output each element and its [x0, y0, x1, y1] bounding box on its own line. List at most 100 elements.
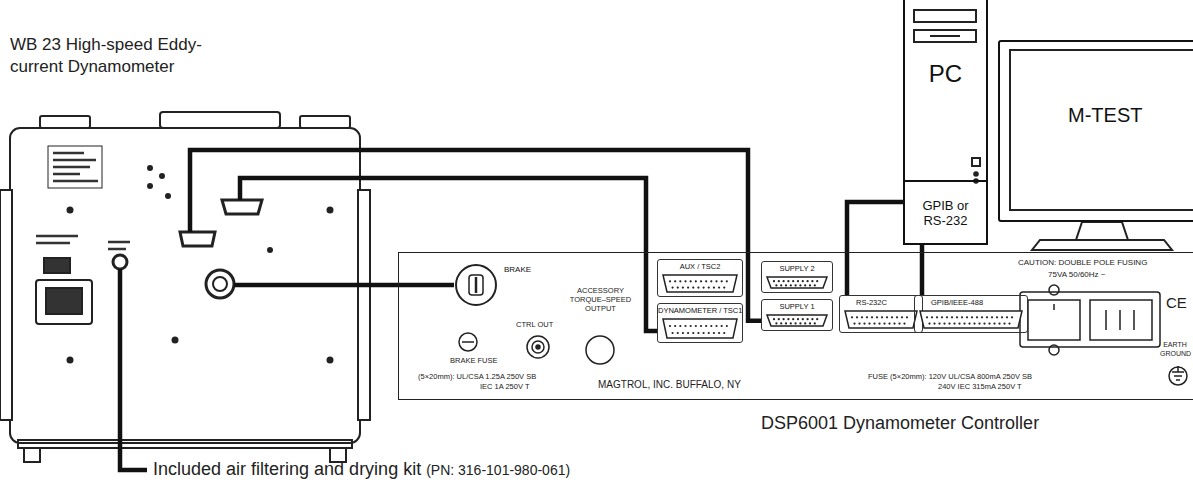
controller-panel-details-part: [1028, 300, 1080, 340]
connector-pin: [958, 323, 960, 325]
dynamometer-drawing-part-part: [108, 241, 130, 244]
connector-pin: [795, 284, 797, 286]
connector-pin: [898, 323, 900, 325]
dynamometer-drawing-part: [113, 255, 127, 269]
connector-pin: [669, 325, 671, 327]
connector-pin: [715, 325, 717, 327]
connector-pin: [692, 332, 694, 334]
cable: [240, 178, 657, 331]
connector-pin: [809, 284, 811, 286]
connector-pin: [700, 325, 702, 327]
connector-pin: [946, 316, 948, 318]
controller-panel-details-part: [1020, 292, 1160, 347]
controller-panel-details-part: [1049, 345, 1059, 355]
dynamometer-drawing-part-part: [267, 247, 273, 253]
brake-socket: [454, 262, 500, 310]
connector-pin: [976, 316, 978, 318]
node-label: PC: [905, 60, 986, 88]
dynamometer-drawing-part-part: [165, 193, 171, 199]
connector-pin: [809, 322, 811, 324]
connector-pin: [713, 332, 715, 334]
dynamometer-drawing-part: [46, 288, 82, 314]
cable: [234, 285, 454, 286]
connector-pin: [951, 316, 953, 318]
controller-panel-details-part: [1049, 285, 1059, 295]
monitor-drawing: [1010, 50, 1193, 250]
connector-pin: [961, 316, 963, 318]
monitor-drawing-part: [1076, 222, 1128, 240]
monitor: M-TEST: [998, 40, 1193, 222]
pc-drawing-part: [914, 30, 976, 42]
connector-pin: [973, 323, 975, 325]
socket-ring: [456, 265, 496, 305]
connector-pin: [868, 323, 870, 325]
controller-panel-details-part: [1106, 310, 1134, 330]
node-label: BRAKE: [504, 265, 531, 274]
dynamometer-drawing-part: [206, 270, 234, 298]
node-label: AUX / TSC2: [658, 262, 742, 272]
connector-pin: [721, 325, 723, 327]
dynamometer-drawing-part: [44, 258, 70, 273]
connector-pin: [726, 280, 728, 282]
connector-pin: [799, 322, 801, 324]
connector-pin: [778, 318, 780, 320]
socket-key: [469, 275, 483, 295]
panel-label: 75VA 50/60Hz ~: [1048, 270, 1105, 280]
dynamometer-drawing-part-part: [36, 242, 70, 245]
node-label: SUPPLY 1: [762, 302, 832, 312]
dynamometer-drawing-part-part: [327, 357, 334, 364]
connector-pin: [883, 323, 885, 325]
dynamometer-drawing-part-part: [53, 166, 90, 169]
connector-pin: [690, 280, 692, 282]
connector-pin: [966, 316, 968, 318]
connector-pin: [790, 284, 792, 286]
connector-pin: [998, 323, 1000, 325]
monitor-drawing-part: [1010, 50, 1193, 210]
connector-pin: [773, 280, 775, 282]
connector-pin: [978, 323, 980, 325]
connector-pin: [802, 318, 804, 320]
panel-label: (5×20mm): UL/CSA 1.25A 250V SB: [418, 372, 536, 381]
panel-label: CAUTION: DOUBLE POLE FUSING: [1018, 258, 1147, 268]
connector-pin: [697, 332, 699, 334]
controller-panel-details-part: [536, 345, 540, 349]
controller-panel-details-part: [1169, 367, 1187, 385]
note-text: Included air filtering and drying kit: [153, 459, 421, 480]
connector-pin: [943, 323, 945, 325]
connector-pin: [991, 316, 993, 318]
connector-pin: [933, 323, 935, 325]
connector-pin: [816, 280, 818, 282]
pc-drawing-part: [974, 172, 978, 176]
dynamometer-drawing-part: [300, 116, 350, 128]
connector-outline: [663, 275, 737, 292]
connector-pin: [901, 316, 903, 318]
connector-pin: [710, 280, 712, 282]
kit-note: Included air filtering and drying kit (PN…: [153, 459, 570, 480]
connector-pin: [679, 280, 681, 282]
dynamometer-drawing-part-part: [147, 165, 153, 171]
connector-pin: [775, 322, 777, 324]
controller-panel-details-part: [527, 336, 549, 358]
connector-outline: [767, 277, 827, 288]
connector-pin: [674, 325, 676, 327]
connector-pin: [723, 287, 725, 289]
dynamometer-drawing-part-part: [36, 235, 78, 238]
dynamometer: WB 23 High-speed Eddy-current Dynamomete…: [4, 34, 372, 460]
connector-pin: [988, 323, 990, 325]
dynamometer-drawing-part: [36, 153, 130, 249]
part-number: (PN: 316-101-980-061): [426, 462, 570, 478]
dsub-connector: DYNAMOMETER / TSC1: [657, 303, 743, 343]
connector-pin: [671, 332, 673, 334]
connector-pin: [674, 280, 676, 282]
node-label: M-TEST: [1068, 104, 1142, 127]
connector-pin: [679, 325, 681, 327]
connector-pin: [702, 332, 704, 334]
connector-pin: [807, 318, 809, 320]
cable-line: [234, 283, 454, 288]
connector-pin: [718, 287, 720, 289]
connector-pin: [863, 323, 865, 325]
connector-pin: [682, 287, 684, 289]
connector-pin: [926, 316, 928, 318]
interface-box: GPIB or RS-232: [903, 180, 988, 245]
connector-pin: [814, 322, 816, 324]
